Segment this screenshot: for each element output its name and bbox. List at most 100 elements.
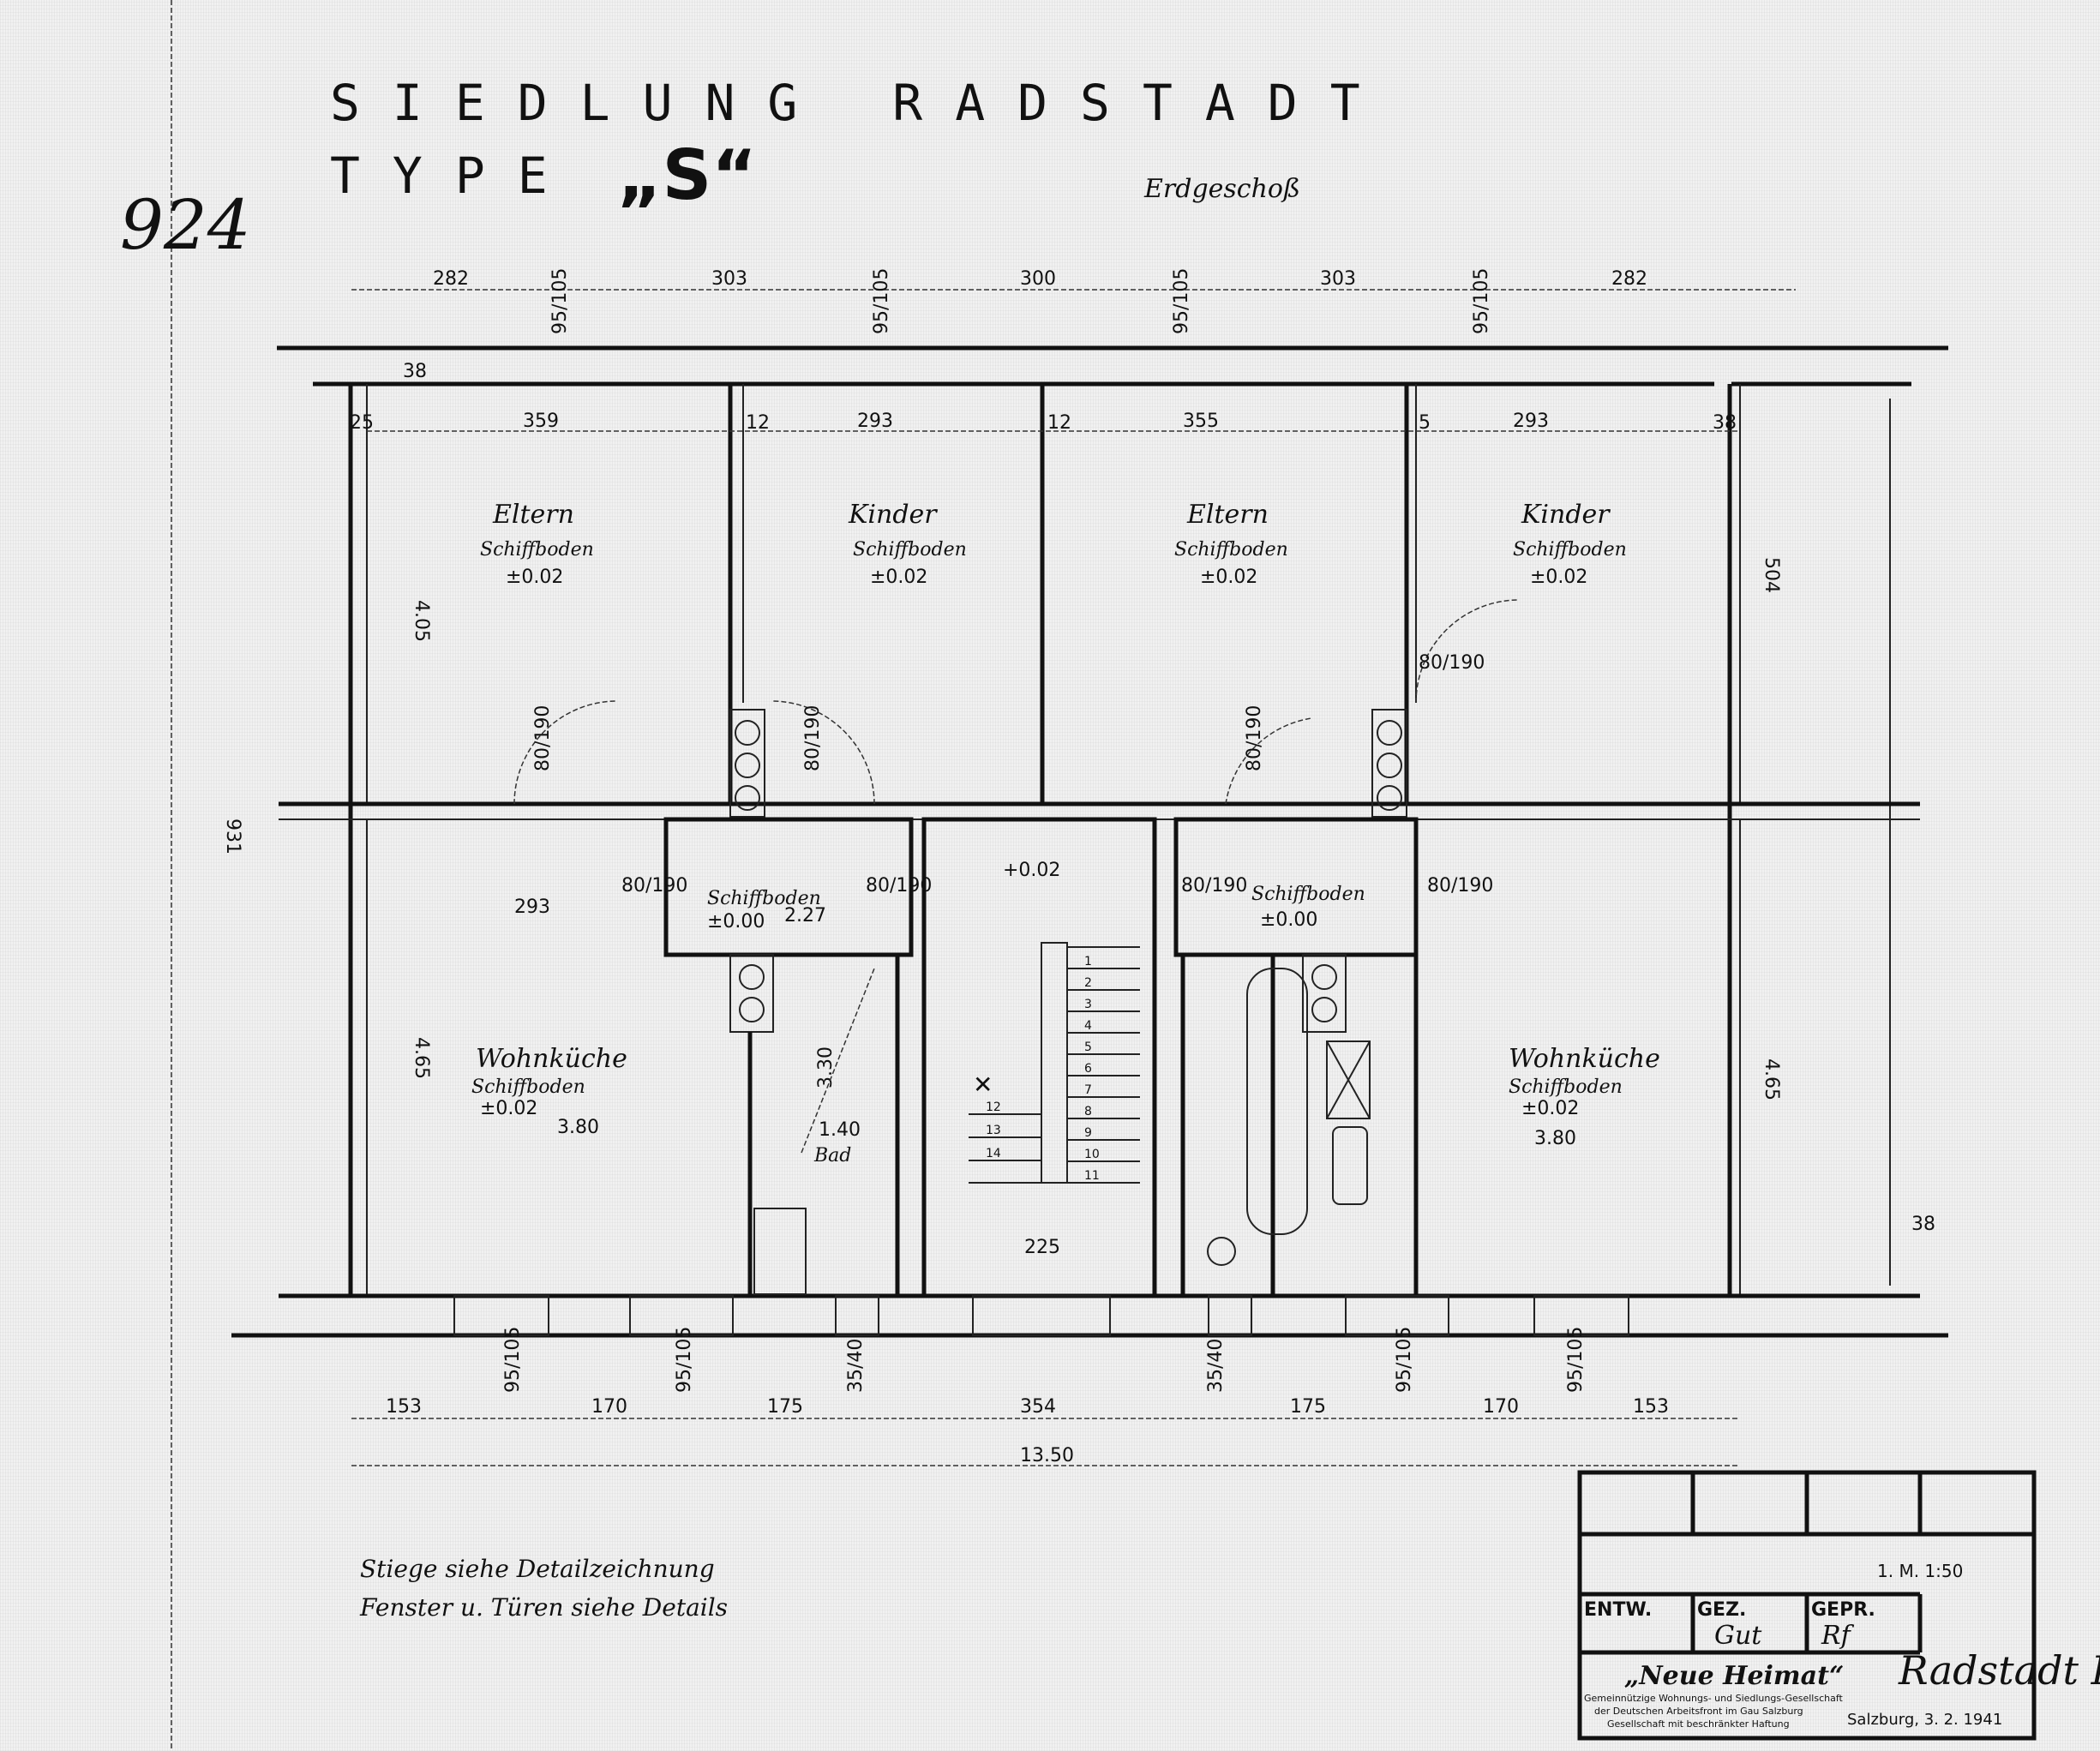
room-name: Wohnküche <box>476 1044 627 1074</box>
dim-bottom-right: 38 <box>1911 1214 1935 1235</box>
window-dim: 95/105 <box>871 268 892 334</box>
room-floor: Schiffboden <box>1251 884 1365 905</box>
gepr-signature: Rf <box>1821 1621 1855 1651</box>
room-level: ±0.00 <box>1260 909 1317 931</box>
door-dim: 80/190 <box>621 875 687 896</box>
stair-step-number: 10 <box>1084 1148 1100 1161</box>
stair-step-number: 7 <box>1084 1083 1092 1097</box>
dim-top-4: 303 <box>1320 268 1356 290</box>
window-dim: 95/105 <box>1394 1327 1415 1393</box>
stair-step-number: 1 <box>1084 955 1092 968</box>
stair-step-number: 14 <box>986 1147 1001 1160</box>
title-block: 1. M. 1:50 ENTW. GEZ. GEPR. Gut Rf „Neue… <box>1577 1470 2100 1741</box>
window-dim: 95/105 <box>549 268 571 334</box>
room-level: ±0.02 <box>870 567 927 588</box>
room-level: ±0.00 <box>707 911 765 932</box>
company-line: Gemeinnützige Wohnungs- und Siedlungs-Ge… <box>1584 1693 1844 1704</box>
dim-bottom-5: 175 <box>1290 1396 1326 1418</box>
dim-bottom-1: 153 <box>386 1396 422 1418</box>
gepr-label: GEPR. <box>1811 1599 1875 1621</box>
sink-icon <box>1332 1126 1368 1205</box>
dim-overall-depth: 931 <box>222 819 243 855</box>
dim-wall-right: 38 <box>1713 412 1737 434</box>
dim-wall-b: 12 <box>1047 412 1071 434</box>
stair-step-number: 11 <box>1084 1169 1100 1183</box>
place-date: Salzburg, 3. 2. 1941 <box>1847 1711 2002 1729</box>
dim-kitchen-top: 293 <box>514 896 550 918</box>
room-name: Kinder <box>1521 500 1611 530</box>
hall-right-outline <box>1173 817 1419 957</box>
door-dim: 80/190 <box>532 705 554 771</box>
dim-room-1: 359 <box>523 411 559 432</box>
walls <box>231 345 1948 1338</box>
title-type-label: TYPE <box>330 147 580 205</box>
top-dimension-chain: 282 303 300 303 282 95/105 95/105 95/105… <box>351 268 1796 334</box>
room-floor: Schiffboden <box>480 539 594 561</box>
stove-icon <box>1326 1040 1371 1119</box>
room-level: ±0.02 <box>506 567 563 588</box>
door-dim: 80/190 <box>1181 875 1247 896</box>
dim-upper-right: 504 <box>1761 557 1782 593</box>
chimney-flues <box>735 720 1402 1022</box>
door-dim: 80/190 <box>1244 705 1265 771</box>
stair-room-outline <box>921 817 1157 1298</box>
room-floor: Schiffboden <box>1509 1076 1623 1098</box>
dim-wall-c: 5 <box>1419 412 1431 434</box>
window-dim: 95/105 <box>674 1327 695 1393</box>
bath-diag-dim: 3.30 <box>815 1046 837 1088</box>
bathtub-icon <box>1246 968 1308 1235</box>
room-floor: Schiffboden <box>471 1076 585 1098</box>
room-level: ±0.02 <box>480 1098 537 1119</box>
dim-lower-right: 4.65 <box>1761 1058 1782 1100</box>
dim-wall-top: 38 <box>403 361 427 382</box>
bottom-windows <box>453 1295 1629 1336</box>
room-floor: Schiffboden <box>707 888 821 909</box>
lower-rooms: 293 Wohnküche Schiffboden ±0.02 3.80 Woh… <box>471 860 1660 1258</box>
door-dim: 80/190 <box>1427 875 1493 896</box>
room-level: ±0.02 <box>1530 567 1587 588</box>
door-swings: 80/190 80/190 80/190 80/190 80/190 80/19… <box>513 599 1520 896</box>
door-dim: 80/190 <box>802 705 824 771</box>
hall-left-outline <box>663 817 914 957</box>
dim-bottom-6: 170 <box>1483 1396 1519 1418</box>
dim-kitchen-bottom: 3.80 <box>1534 1128 1576 1149</box>
bath-dim: 1.40 <box>819 1119 861 1141</box>
floor-name: Erdgeschoß <box>1143 174 1300 204</box>
stair-step-number: 9 <box>1084 1126 1092 1140</box>
company-line: Gesellschaft mit beschränkter Haftung <box>1607 1718 1790 1730</box>
dim-room-3: 355 <box>1183 411 1219 432</box>
bath-fixtures <box>1207 968 1371 1266</box>
window-dim: 95/105 <box>1471 268 1492 334</box>
stair-step-number: 8 <box>1084 1105 1092 1118</box>
room-name: Eltern <box>1186 500 1269 530</box>
gez-label: GEZ. <box>1697 1599 1746 1621</box>
stair-level: +0.02 <box>1003 860 1060 881</box>
entw-label: ENTW. <box>1584 1599 1652 1621</box>
title-line1: SIEDLUNG RADSTADT <box>330 74 1393 132</box>
bath-name: Bad <box>813 1145 851 1166</box>
stair-step-number: 6 <box>1084 1062 1092 1076</box>
company-name: „Neue Heimat“ <box>1624 1661 1844 1691</box>
room-floor: Schiffboden <box>1513 539 1627 561</box>
dim-room-4: 293 <box>1513 411 1549 432</box>
stair-step-number: 12 <box>986 1100 1001 1114</box>
dim-bottom-7: 153 <box>1633 1396 1669 1418</box>
dim-wall-a: 12 <box>746 412 770 434</box>
stair-step-number: 4 <box>1084 1019 1092 1033</box>
note-stair: Stiege siehe Detailzeichnung <box>360 1555 715 1583</box>
dim-bottom-4: 354 <box>1020 1396 1056 1418</box>
room-width-dims: 359 293 355 293 25 12 12 5 38 38 <box>350 361 1740 434</box>
bottom-dimension-chain: 95/105 95/105 35/40 35/40 95/105 95/105 … <box>351 1327 1740 1466</box>
door-dim: 80/190 <box>866 875 932 896</box>
dim-lower-left: 4.65 <box>411 1037 432 1079</box>
vertical-dims: 4.05 504 4.65 4.65 931 38 <box>222 557 1935 1235</box>
dim-kitchen-bottom: 3.80 <box>557 1117 599 1138</box>
dim-overall-length: 13.50 <box>1020 1445 1074 1466</box>
dim-top-2: 303 <box>711 268 747 290</box>
room-level: ±0.02 <box>1521 1098 1579 1119</box>
stair-step-number: 13 <box>986 1124 1001 1137</box>
company-line: der Deutschen Arbeitsfront im Gau Salzbu… <box>1594 1706 1803 1717</box>
dim-bottom-3: 175 <box>767 1396 803 1418</box>
sheet-number: 924 <box>120 185 251 265</box>
